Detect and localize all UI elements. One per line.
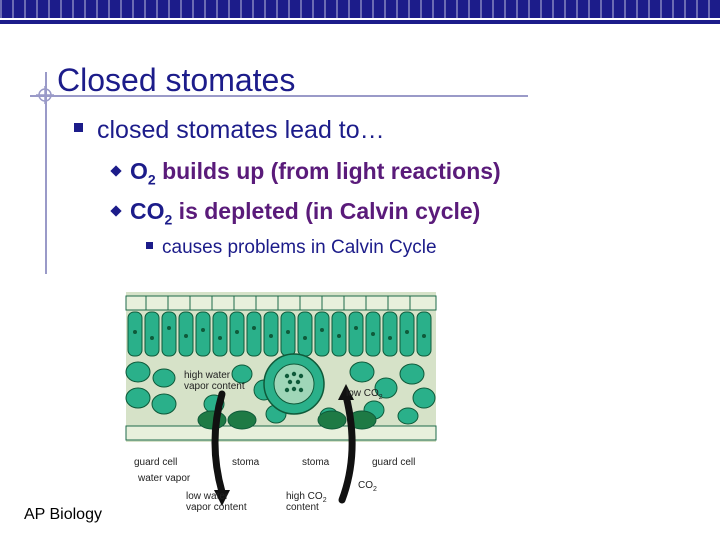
label-high-co2: high CO2	[286, 491, 327, 504]
label-high-water: high water	[184, 370, 231, 381]
top-banner-rule	[0, 20, 720, 24]
crosshair-icon	[36, 86, 54, 104]
co2-arrow	[338, 384, 356, 504]
o2-label: O	[130, 158, 148, 184]
leaf-cross-section-diagram: high water vapor content low CO2 guard c…	[124, 292, 438, 514]
co2-label: CO	[130, 198, 165, 224]
diamond-bullet-icon	[110, 205, 122, 217]
vascular-bundle	[263, 353, 325, 415]
o2-text: builds up (from light reactions)	[155, 158, 501, 184]
label-vapor-content-2: vapor content	[186, 502, 247, 513]
label-stoma-right: stoma	[302, 457, 330, 468]
square-bullet-icon	[146, 242, 153, 249]
label-guard-cell-right: guard cell	[372, 457, 415, 468]
label-low-water: low water	[186, 491, 229, 502]
title-vertical-rule	[45, 72, 47, 274]
label-content: content	[286, 502, 319, 513]
label-co2-bottom: CO2	[358, 480, 377, 493]
title-underline	[30, 95, 528, 97]
square-bullet-icon	[74, 123, 83, 132]
footer-label: AP Biology	[24, 506, 102, 523]
bullet-level1: closed stomates lead to…	[74, 116, 385, 145]
water-vapor-arrow	[211, 390, 230, 506]
bullet-level3: causes problems in Calvin Cycle	[146, 237, 437, 259]
bullet-level2-o2: O2 builds up (from light reactions)	[110, 158, 501, 188]
diamond-bullet-icon	[110, 165, 122, 177]
co2-text: is depleted (in Calvin cycle)	[172, 198, 481, 224]
bullet-level2-co2: CO2 is depleted (in Calvin cycle)	[110, 198, 481, 228]
bullet-level3-text: causes problems in Calvin Cycle	[162, 237, 437, 258]
upper-epidermis	[125, 295, 437, 311]
co2-subscript: 2	[164, 211, 173, 228]
top-banner	[0, 0, 720, 18]
label-water-vapor: water vapor	[137, 473, 191, 484]
o2-subscript: 2	[147, 171, 156, 188]
lower-epidermis	[125, 425, 437, 441]
label-vapor-content-1: vapor content	[184, 381, 245, 392]
label-guard-cell-left: guard cell	[134, 457, 177, 468]
label-low-co2: low CO2	[346, 388, 383, 401]
bullet-level1-text: closed stomates lead to…	[97, 116, 385, 144]
slide-title: Closed stomates	[57, 62, 296, 98]
label-stoma-left: stoma	[232, 457, 260, 468]
